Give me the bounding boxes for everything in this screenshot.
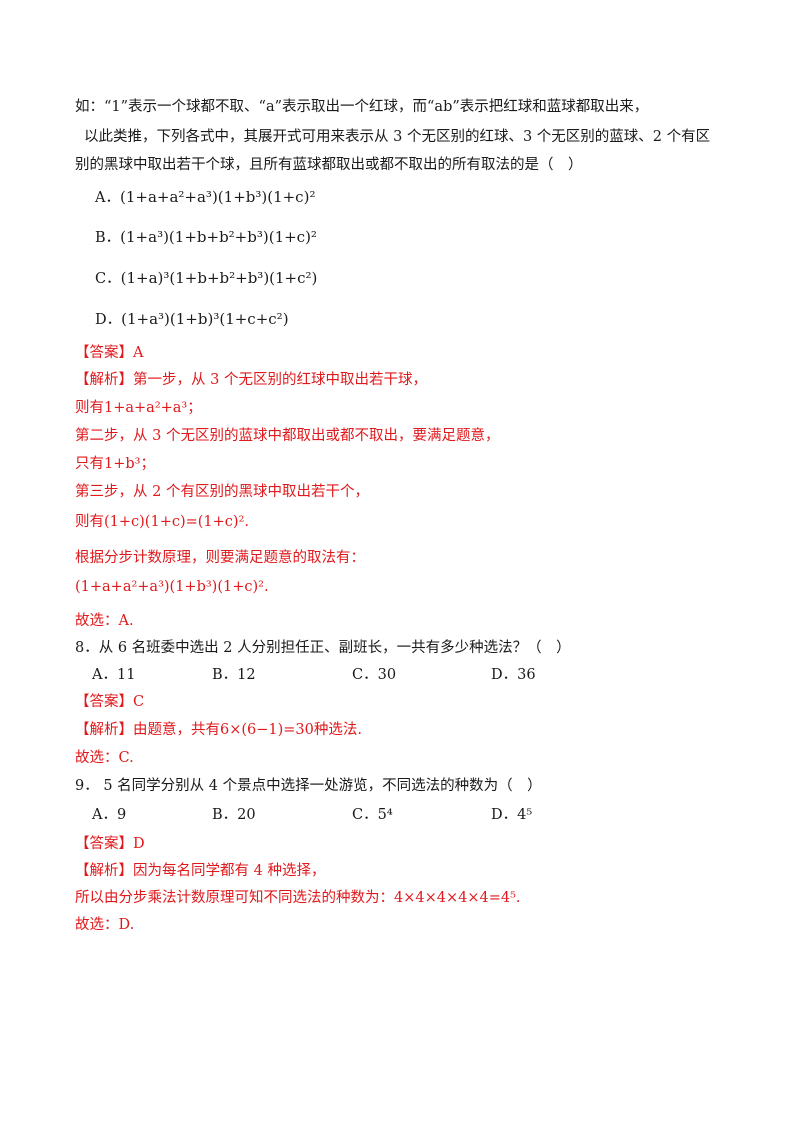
- q8-option-c: C．30: [352, 667, 397, 683]
- q9-option-c: C．5⁴: [352, 807, 393, 823]
- q8-option-a: A．11: [92, 667, 136, 683]
- intro-line-2: 以此类推，下列各式中，其展开式可用来表示从 3 个无区别的红球、3 个无区别的蓝…: [84, 129, 711, 145]
- q8-option-d: D．36: [491, 667, 536, 683]
- q9-solution-line-2: 所以由分步乘法计数原理可知不同选法的种数为：4×4×4×4×4=4⁵.: [75, 890, 521, 906]
- q9-stem: 9． 5 名同学分别从 4 个景点中选择一处游览，不同选法的种数为（ ）: [75, 778, 542, 794]
- q7-solution-line-9: 故选：A.: [75, 613, 134, 629]
- q8-solution: 【解析】由题意，共有6×(6−1)=30种选法.: [75, 722, 362, 738]
- q7-option-a: A．(1+a+a²+a³)(1+b³)(1+c)²: [95, 187, 315, 208]
- q7-option-b: B．(1+a³)(1+b+b²+b³)(1+c)²: [95, 227, 317, 248]
- q7-answer: 【答案】A: [75, 345, 144, 361]
- q7-option-c-label: C．: [95, 271, 121, 287]
- q7-solution-line-8: (1+a+a²+a³)(1+b³)(1+c)².: [75, 579, 269, 595]
- q7-option-c-expr: (1+a)³(1+b+b²+b³)(1+c²): [120, 269, 318, 287]
- q7-option-d: D．(1+a³)(1+b)³(1+c+c²): [95, 309, 289, 330]
- q9-option-b: B．20: [212, 807, 256, 823]
- q8-option-b: B．12: [212, 667, 256, 683]
- q7-option-c: C．(1+a)³(1+b+b²+b³)(1+c²): [95, 268, 317, 289]
- q8-conclusion: 故选：C.: [75, 750, 134, 766]
- q7-solution-line-5: 第三步，从 2 个有区别的黑球中取出若干个，: [75, 484, 369, 500]
- q7-option-d-expr: (1+a³)(1+b)³(1+c+c²): [121, 310, 289, 328]
- q9-conclusion: 故选：D.: [75, 917, 135, 933]
- q7-solution-line-2: 则有1+a+a²+a³；: [75, 400, 202, 416]
- q7-solution-line-3: 第二步，从 3 个无区别的蓝球中都取出或都不取出，要满足题意，: [75, 428, 500, 444]
- q7-solution-line-1: 【解析】第一步，从 3 个无区别的红球中取出若干球，: [75, 372, 427, 388]
- q7-solution-line-6: 则有(1+c)(1+c)=(1+c)².: [75, 514, 249, 530]
- q7-option-d-label: D．: [95, 312, 122, 328]
- q9-option-d: D．4⁵: [491, 807, 533, 823]
- q8-stem: 8．从 6 名班委中选出 2 人分别担任正、副班长，一共有多少种选法？（ ）: [75, 640, 571, 656]
- q9-option-a: A．9: [92, 807, 127, 823]
- q7-option-b-expr: (1+a³)(1+b+b²+b³)(1+c)²: [120, 228, 317, 246]
- q9-answer: 【答案】D: [75, 836, 145, 852]
- q7-option-a-label: A．: [95, 190, 120, 206]
- q7-option-a-expr: (1+a+a²+a³)(1+b³)(1+c)²: [119, 188, 316, 206]
- q9-solution-line-1: 【解析】因为每名同学都有 4 种选择，: [75, 863, 326, 879]
- q7-option-b-label: B．: [95, 230, 121, 246]
- intro-line-3: 别的黑球中取出若干个球，且所有蓝球都取出或都不取出的所有取法的是（ ）: [75, 157, 583, 173]
- intro-line-1: 如：“1”表示一个球都不取、“a”表示取出一个红球，而“ab”表示把红球和蓝球都…: [75, 99, 649, 115]
- q8-answer: 【答案】C: [75, 694, 145, 710]
- q7-solution-line-4: 只有1+b³；: [75, 456, 155, 472]
- q7-solution-line-7: 根据分步计数原理，则要满足题意的取法有：: [75, 550, 365, 566]
